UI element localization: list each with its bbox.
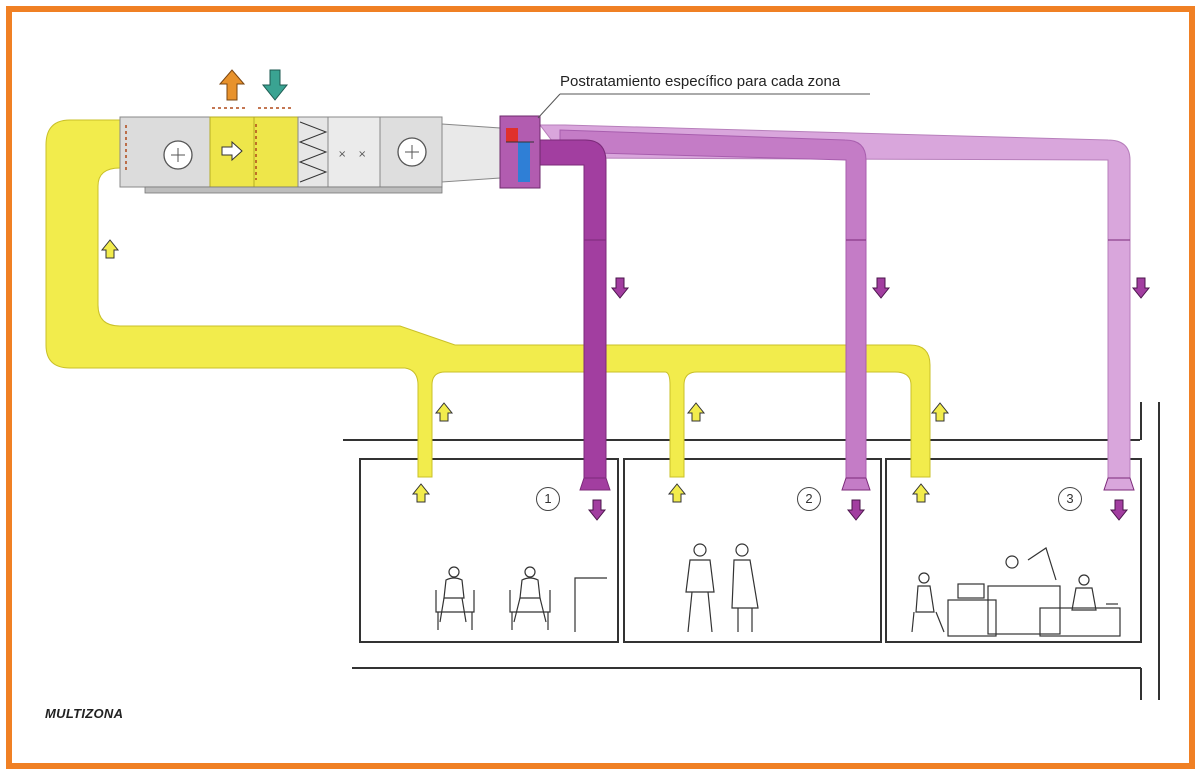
mixing-arrow-icon (221, 140, 243, 162)
zone-3-number: 3 (1058, 487, 1082, 511)
filter-zigzag (298, 121, 328, 183)
damper-marks (125, 107, 294, 180)
zone-1-number: 1 (536, 487, 560, 511)
return-arrow-icon (911, 483, 931, 503)
zone-1-people (435, 566, 607, 632)
supply-arrow-icon (587, 499, 607, 521)
callout-leader (537, 93, 870, 119)
zone-1-room (359, 458, 619, 643)
heating-coil (506, 128, 518, 142)
supply-diffusers (579, 477, 1135, 491)
svg-text:×: × (338, 149, 346, 160)
return-arrow-icon (667, 483, 687, 503)
svg-text:×: × (358, 149, 366, 160)
building-outline (343, 402, 1160, 700)
supply-arrow-icon (610, 277, 630, 299)
coil-section (253, 116, 299, 188)
intake-arrow-icon (261, 69, 289, 101)
return-arrow-icon (930, 402, 950, 422)
base-rail (144, 186, 443, 194)
return-air-arrows (100, 239, 950, 503)
supply-arrow-icon (1131, 277, 1151, 299)
supply-duct-dark (537, 139, 607, 489)
return-arrow-icon (686, 402, 706, 422)
zone-2-people (685, 543, 759, 633)
supply-arrow-icon (1109, 499, 1129, 521)
zone-rooms (359, 458, 1142, 643)
humidifier-section (327, 116, 381, 188)
zone-2-number: 2 (797, 487, 821, 511)
diagram-caption: MULTIZONA (45, 706, 124, 721)
zone-treatment-box (499, 115, 541, 189)
return-arrow-icon (434, 402, 454, 422)
zone-3-room (885, 458, 1142, 643)
transition-duct (441, 123, 501, 183)
zone-treatment-callout: Postratamiento específico para cada zona (560, 73, 841, 90)
return-arrow-icon (411, 483, 431, 503)
supply-duct-light (538, 124, 1131, 489)
supply-arrow-icon (846, 499, 866, 521)
return-arrow-icon (100, 239, 120, 259)
supply-arrow-icon (871, 277, 891, 299)
zone-3-office (911, 547, 1121, 637)
supply-air-arrows (587, 277, 1151, 521)
exhaust-arrow-icon (218, 69, 246, 101)
air-handling-unit: × × (119, 107, 501, 194)
cooling-coil (518, 142, 530, 182)
